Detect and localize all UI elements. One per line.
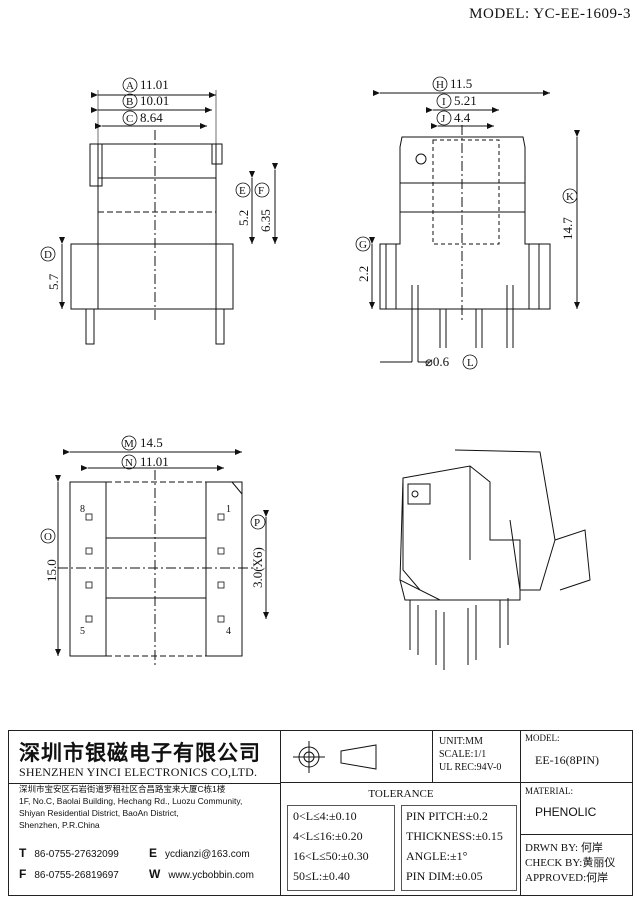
front-view: [70, 130, 234, 345]
model-title: MODEL: YC-EE-1609-3: [469, 6, 631, 22]
dim-f-value: 6.35: [258, 209, 273, 232]
material-cell: MATERIAL: PHENOLIC: [521, 783, 632, 835]
approved-by: APPROVED:何岸: [525, 872, 609, 884]
spec-cell: UNIT:MM SCALE:1/1 UL REC:94V-0: [433, 731, 521, 783]
pin-8-label: 8: [80, 504, 85, 515]
dim-c: C 8.64: [122, 110, 163, 126]
dim-f: F 6.35: [254, 182, 273, 232]
dim-g-value: 2.2: [356, 266, 371, 282]
pin-1-label: 1: [226, 504, 231, 515]
bottom-view: [58, 470, 258, 665]
dim-k-value: 14.7: [560, 217, 575, 240]
dim-l-value: ⌀0.6: [425, 354, 450, 369]
dim-p: P 3.0(X6): [250, 514, 266, 588]
unit-text: UNIT:MM: [439, 736, 483, 747]
dim-b-value: 10.01: [140, 93, 169, 108]
svg-text:M: M: [124, 438, 134, 450]
signoff-cell: DRWN BY: 何岸 CHECK BY:黄丽仪 APPROVED:何岸: [521, 835, 632, 895]
svg-text:J: J: [441, 113, 446, 125]
dim-n: N 11.01: [121, 454, 169, 470]
dim-j-value: 4.4: [454, 110, 471, 125]
company-name-cn: 深圳市银磁电子有限公司: [19, 741, 261, 765]
model-value: EE-16(8PIN): [535, 753, 599, 767]
dim-g: G 2.2: [355, 236, 371, 282]
dim-m: M 14.5: [121, 435, 163, 451]
svg-text:D: D: [44, 249, 52, 261]
dim-e-value: 5.2: [236, 210, 251, 226]
dim-c-value: 8.64: [140, 110, 163, 125]
dim-a-value: 11.01: [140, 77, 169, 92]
dim-o-value: 15.0: [44, 559, 59, 582]
svg-text:E: E: [239, 185, 246, 197]
dim-a: A 11.01: [122, 77, 169, 93]
svg-text:F: F: [258, 185, 264, 197]
tolerance-cell: TOLERANCE 0<L≤4:±0.10 4<L≤16:±0.20 16<L≤…: [281, 783, 521, 895]
dim-a-letter: A: [126, 80, 134, 92]
isometric-view: [399, 449, 591, 670]
company-cell: 深圳市银磁电子有限公司 SHENZHEN YINCI ELECTRONICS C…: [9, 731, 281, 895]
dim-i: I 5.21: [436, 93, 477, 109]
svg-text:O: O: [44, 531, 52, 543]
company-address: 深圳市宝安区石岩街道罗租社区合昌路宝来大厦C栋1楼 1F, No.C, Baol…: [19, 784, 243, 830]
projection-icon: [293, 741, 377, 773]
side-view: [379, 125, 551, 362]
dim-k: K 14.7: [560, 188, 578, 240]
dim-l: ⌀0.6 L: [425, 354, 478, 370]
dim-m-value: 14.5: [140, 435, 163, 450]
svg-text:B: B: [126, 96, 133, 108]
svg-text:H: H: [436, 79, 444, 91]
model-cell: MODEL: EE-16(8PIN): [521, 731, 632, 783]
tolerance-title: TOLERANCE: [368, 788, 434, 800]
dim-d: D 5.7: [40, 246, 61, 290]
dim-e: E 5.2: [235, 182, 251, 226]
svg-text:C: C: [126, 113, 133, 125]
scale-text: SCALE:1/1: [439, 749, 487, 760]
material-value: PHENOLIC: [535, 805, 597, 819]
svg-text:G: G: [359, 239, 367, 251]
title-block: 深圳市银磁电子有限公司 SHENZHEN YINCI ELECTRONICS C…: [8, 730, 633, 896]
technical-drawing: A 11.01 B 10.01 C 8.64 D 5.7 E 5.2 F 6.35 G 2.2…: [40, 76, 591, 670]
projection-symbol: [281, 731, 433, 783]
dim-b: B 10.01: [122, 93, 169, 109]
svg-text:K: K: [566, 191, 574, 203]
drwn-by: DRWN BY: 何岸: [525, 842, 603, 854]
svg-text:N: N: [125, 457, 133, 469]
dim-n-value: 11.01: [140, 454, 169, 469]
dim-p-value: 3.0(X6): [250, 547, 265, 588]
check-by: CHECK BY:黄丽仪: [525, 857, 616, 869]
dim-d-value: 5.7: [46, 273, 61, 290]
company-name-en: SHENZHEN YINCI ELECTRONICS CO,LTD.: [19, 765, 258, 779]
pin-4-label: 4: [226, 626, 231, 637]
ul-text: UL REC:94V-0: [439, 762, 502, 773]
dim-i-value: 5.21: [454, 93, 477, 108]
pin-5-label: 5: [80, 626, 85, 637]
dim-h-value: 11.5: [450, 76, 472, 91]
svg-text:L: L: [467, 357, 474, 369]
dim-j: J 4.4: [436, 110, 471, 126]
dim-o: O 15.0: [40, 528, 59, 582]
dim-h: H 11.5: [432, 76, 472, 92]
svg-text:I: I: [442, 96, 446, 108]
svg-text:P: P: [254, 517, 260, 529]
